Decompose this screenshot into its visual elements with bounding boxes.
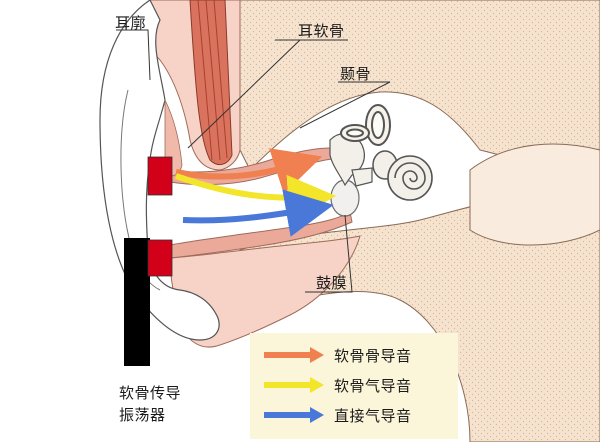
semicircular-canals: [340, 104, 391, 146]
yellow-arrow-icon: [264, 377, 324, 393]
leader-auricle: [116, 29, 151, 81]
orange-arrow-icon: [264, 347, 324, 363]
cochlea: [387, 155, 433, 201]
arrow-cartilage-bone-conduction: [175, 148, 323, 194]
label-device-line2: 振荡器: [119, 406, 166, 424]
legend-label: 软骨气导音: [334, 377, 412, 395]
bone-inner: [469, 143, 600, 246]
legend-item-blue: 直接气导音: [250, 405, 458, 427]
legend-item-yellow: 软骨气导音: [250, 375, 458, 397]
leader-temporal: [299, 81, 391, 129]
legend-label: 软骨骨导音: [334, 347, 412, 365]
vibrator-pad-lower: [147, 239, 173, 277]
label-auricle: 耳廓: [115, 14, 147, 32]
vibrator-bar: [124, 238, 150, 366]
blue-arrow-icon: [264, 407, 324, 423]
label-ear-cartilage: 耳软骨: [298, 22, 345, 40]
arrow-direct-air-conduction: [182, 189, 334, 237]
label-device-line1: 软骨传导: [119, 384, 182, 402]
label-temporal-bone: 颞骨: [340, 65, 372, 83]
leader-cartilage: [187, 39, 301, 149]
vibrator-pad-upper: [147, 156, 173, 196]
canal-lower-wall: [169, 211, 353, 259]
leader-eardrum: [305, 214, 353, 293]
legend: 软骨骨导音 软骨气导音 直接气导音: [250, 333, 458, 439]
muscle-band: [189, 0, 233, 166]
legend-item-orange: 软骨骨导音: [250, 345, 458, 367]
legend-label: 直接气导音: [334, 407, 412, 425]
label-eardrum: 鼓膜: [316, 274, 348, 292]
